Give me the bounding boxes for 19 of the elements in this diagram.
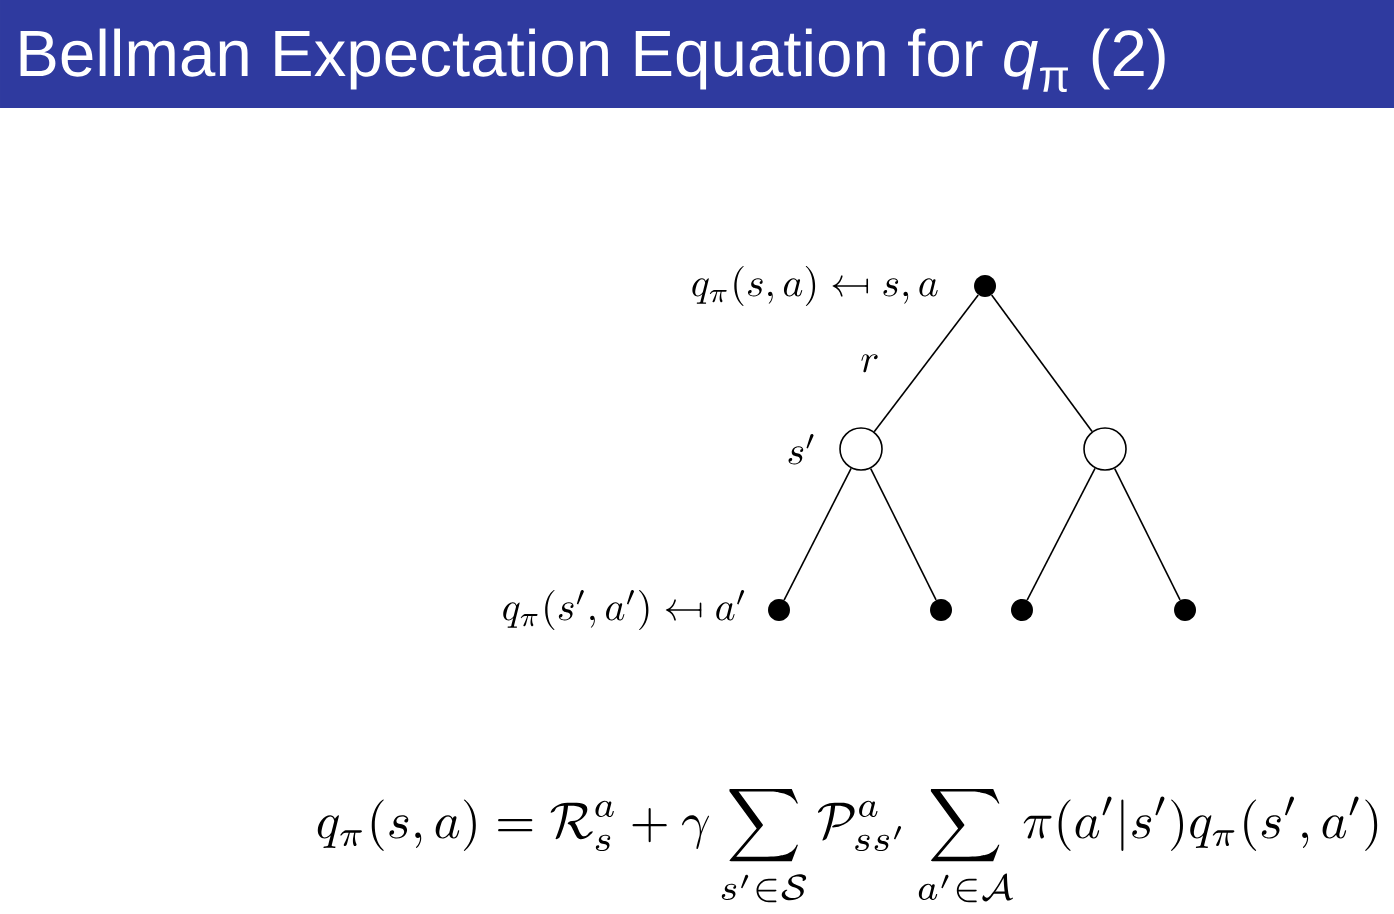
connector-line: [783, 467, 852, 601]
open-circle: [839, 427, 883, 471]
node-label: $s'$: [788, 433, 814, 465]
filled-dot: [1011, 599, 1033, 621]
connector-line: [1113, 467, 1181, 601]
node-label: $q_{\pi}(s',a') \mathrel{\reflectbox{$\mapsto$}} a'$: [503, 589, 745, 631]
filled-dot: [930, 599, 952, 621]
filled-dot: [974, 275, 996, 297]
filled-dot: [768, 599, 790, 621]
connector-line: [1026, 467, 1096, 601]
filled-dot: [1174, 599, 1196, 621]
connector-line: [873, 294, 980, 433]
edge-label: $r$: [858, 352, 882, 374]
connector-line: [869, 467, 937, 601]
connector-line: [990, 294, 1093, 433]
node-label: $q_{\pi}(s,a) \mathrel{\reflectbox{$\mapsto$}} s,a$: [692, 266, 938, 306]
equation: $q_{\pi}(s,a) = \mathcal{R}^a_s + \gamma \sum_{s' \in \mathcal{S}} \mathcal{P}^a_{ss'} \sum_{a' \in \mathcal{A}} \pi(a'|s') q_{\pi}(s',a')$: [317, 789, 1378, 903]
title-bar: Bellman Expectation Equation for q$_{π}$ (2): [0, 0, 1394, 108]
open-circle: [1083, 427, 1127, 471]
